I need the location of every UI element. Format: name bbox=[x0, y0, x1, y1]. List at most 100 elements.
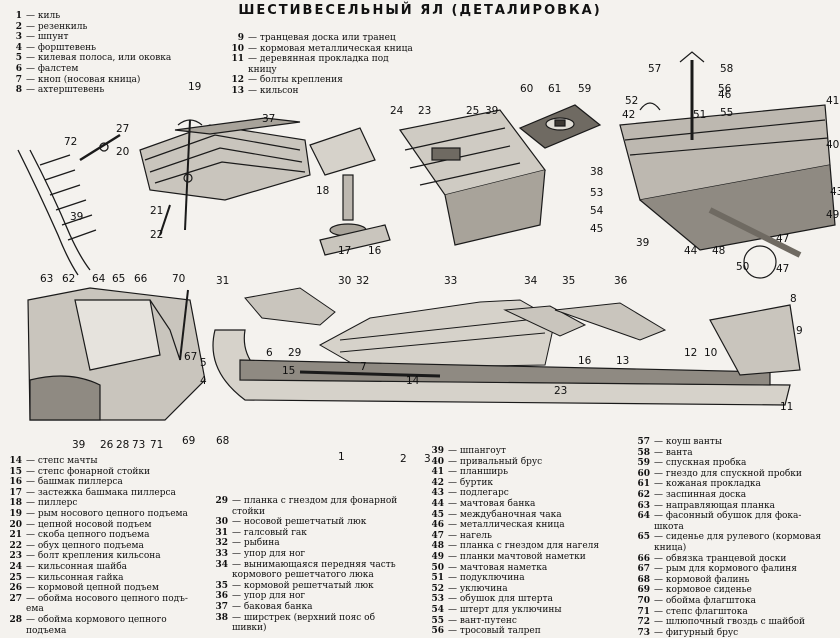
legend-item-text: — обойма кормового цепного bbox=[26, 614, 167, 625]
legend-item-number: 6 bbox=[15, 63, 22, 74]
callout-number: 35 bbox=[562, 275, 575, 287]
callout-number: 54 bbox=[590, 205, 604, 217]
legend-item-text: — коуш ванты bbox=[654, 437, 723, 447]
legend-item: 48— планка с гнездом для нагеля bbox=[428, 541, 633, 552]
legend-item-text: — рым для кормового фалиня bbox=[654, 564, 797, 575]
legend-item-number: 72 bbox=[637, 617, 650, 628]
callout-number: 6 bbox=[266, 347, 273, 359]
legend-item-number: 56 bbox=[431, 626, 444, 637]
legend-item-text: — направляющая планка bbox=[654, 500, 775, 511]
callout-number: 39 bbox=[70, 211, 83, 223]
legend-item: 20 — цепной носовой подъем bbox=[6, 520, 211, 531]
callout-number: 17 bbox=[338, 245, 351, 257]
callout-number: 16 bbox=[578, 355, 592, 367]
legend-item-text: — цепной носовой подъем bbox=[26, 519, 152, 530]
legend-item: 5— килевая полоса, или оковка bbox=[6, 53, 216, 64]
legend-item: 54— штерт для уключины bbox=[428, 605, 633, 616]
legend-item: 49— планки мачтовой наметки bbox=[428, 552, 633, 563]
legend-item: 55— вант-путенс bbox=[428, 616, 633, 627]
callout-number: 64 bbox=[92, 273, 106, 285]
callout-number: 39 bbox=[636, 237, 649, 249]
legend-item-number: 25 bbox=[9, 572, 22, 583]
legend-item-text: — привальный брус bbox=[448, 456, 543, 467]
legend-item: 29— планка с гнездом для фонарной bbox=[212, 496, 412, 507]
legend-item-number: 66 bbox=[637, 553, 650, 564]
legend-item: 8— ахтерштевень bbox=[6, 85, 216, 96]
legend-item: 13— кильсон bbox=[228, 86, 438, 97]
legend-item: 30— носовой решетчатый люк bbox=[212, 517, 412, 528]
legend-item: 12— болты крепления bbox=[228, 75, 438, 86]
legend-item: 42— буртик bbox=[428, 478, 633, 489]
legend-item: 57— коуш ванты bbox=[634, 437, 840, 448]
legend-item: шкота bbox=[634, 522, 840, 533]
callout-number: 47 bbox=[776, 263, 789, 275]
callout-number: 31 bbox=[216, 275, 229, 287]
legend-item-text: — пиллерс bbox=[26, 498, 78, 509]
legend-item: подъема bbox=[6, 626, 211, 637]
legend-item: 46— металлическая кница bbox=[428, 520, 633, 531]
legend-item-number: 20 bbox=[9, 519, 22, 530]
legend-item: 40— привальный брус bbox=[428, 457, 633, 468]
legend-item: 9— транцевая доска или транец bbox=[228, 33, 438, 44]
legend-item-number: 22 bbox=[9, 540, 22, 551]
callout-number: 25 bbox=[466, 105, 479, 117]
legend-item-text: — обойма носового цепного подъ- bbox=[26, 593, 188, 604]
legend-item-number: 49 bbox=[431, 551, 444, 562]
callout-number: 68 bbox=[216, 435, 229, 447]
legend-item-number: 43 bbox=[431, 488, 444, 499]
legend-item-number: 37 bbox=[215, 601, 228, 612]
legend-item-number: 39 bbox=[431, 446, 444, 456]
callout-number: 29 bbox=[288, 347, 301, 359]
legend-item-number: 53 bbox=[431, 594, 444, 605]
legend-item-number: 10 bbox=[231, 43, 244, 54]
legend-item-text: — междубаночная чака bbox=[448, 509, 562, 520]
legend-item-number: 4 bbox=[15, 42, 22, 53]
callout-number: 46 bbox=[718, 89, 732, 101]
legend-item-number: 67 bbox=[637, 564, 650, 575]
callout-number: 1 bbox=[338, 451, 345, 463]
legend-item: 26— кормовой цепной подъем bbox=[6, 583, 211, 594]
legend-item-text: — килевая полоса, или оковка bbox=[26, 53, 172, 64]
legend-item-number: 2 bbox=[15, 21, 22, 32]
legend-item-number: 46 bbox=[431, 520, 444, 531]
legend-item: 21— скоба цепного подъема bbox=[6, 530, 211, 541]
callout-number: 62 bbox=[62, 273, 75, 285]
legend-item: 7— кноп (носовая кница) bbox=[6, 75, 216, 86]
legend-item-text: — планширь bbox=[448, 467, 508, 478]
callout-number: 48 bbox=[712, 245, 725, 257]
legend-item: 16— башмак пиллерса bbox=[6, 477, 211, 488]
callout-number: 61 bbox=[548, 83, 561, 95]
legend-item-number: 36 bbox=[215, 591, 228, 602]
legend-item-text: — транцевая доска или транец bbox=[248, 33, 396, 43]
legend-item: 34— вынимающаяся передняя часть bbox=[212, 560, 412, 571]
legend-item: 61— кожаная прокладка bbox=[634, 479, 840, 490]
legend-item-number: 50 bbox=[431, 562, 444, 573]
callout-number: 27 bbox=[116, 123, 129, 135]
legend-item-number: 19 bbox=[9, 508, 22, 519]
legend-item-number: 55 bbox=[431, 615, 444, 626]
callout-number: 70 bbox=[172, 273, 185, 285]
legend-item: 1— киль bbox=[6, 11, 216, 22]
legend-item-number: 47 bbox=[431, 530, 444, 541]
legend-item: 32— рыбина bbox=[212, 538, 412, 549]
legend-item-text: — болт крепления кильсона bbox=[26, 551, 161, 562]
legend-item-text: — носовой решетчатый люк bbox=[232, 517, 367, 528]
legend-item-number: 3 bbox=[15, 32, 22, 43]
legend-item-number: 45 bbox=[431, 509, 444, 520]
legend-item: 27— обойма носового цепного подъ- bbox=[6, 594, 211, 605]
legend-item-number: 14 bbox=[9, 456, 22, 466]
legend-item-text: — планка с гнездом для фонарной bbox=[232, 496, 398, 506]
legend-item-text: — фасонный обушок для фока- bbox=[654, 511, 802, 522]
callout-number: 5 bbox=[200, 357, 207, 369]
legend-item-text: — баковая банка bbox=[232, 601, 313, 612]
callout-number: 47 bbox=[776, 233, 789, 245]
legend-item: 14— степс мачты bbox=[6, 456, 211, 467]
legend-item-text: — нагель bbox=[448, 530, 492, 541]
callout-number: 49 bbox=[826, 209, 839, 221]
legend-item-number: 23 bbox=[9, 551, 22, 562]
legend-item: 31— галсовый гак bbox=[212, 528, 412, 539]
legend-item: 10— кормовая металлическая кница bbox=[228, 44, 438, 55]
